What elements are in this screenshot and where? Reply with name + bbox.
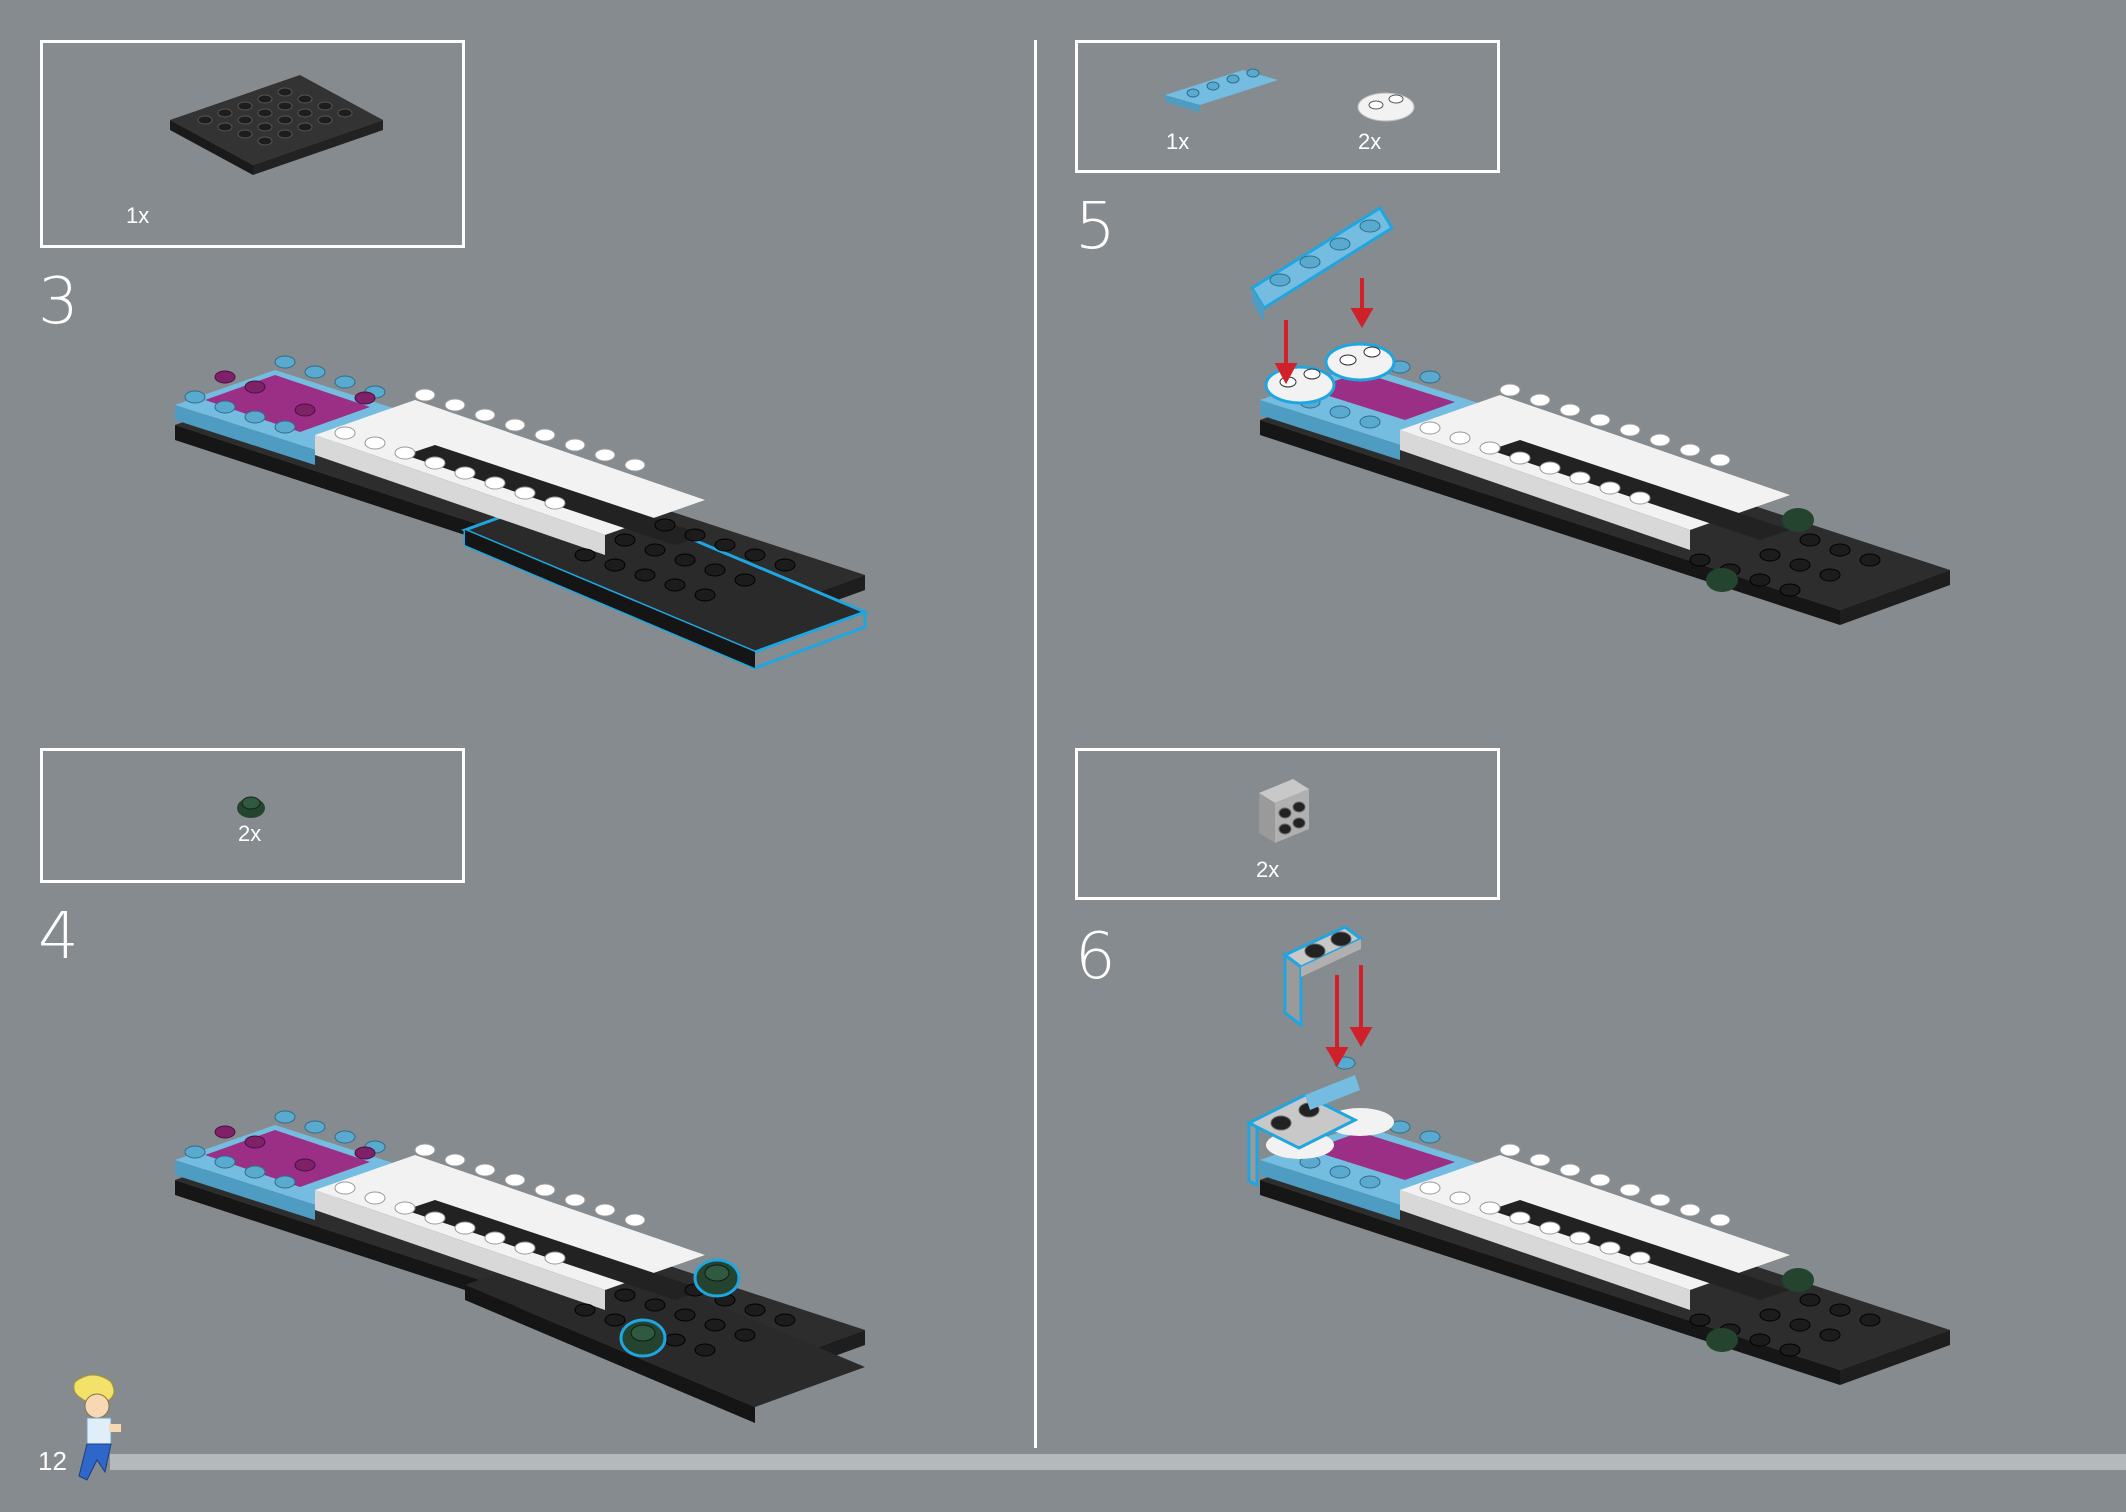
page-number: 12 — [38, 1446, 67, 1476]
parts-callout-step-4: 2x — [40, 748, 465, 883]
page-divider — [1034, 40, 1037, 1448]
part-quantity: 2x — [1256, 857, 1280, 882]
black-plate-part-icon — [170, 75, 383, 175]
parts-callout-step-5: 1x 2x — [1075, 40, 1500, 173]
part-quantity: 2x — [1358, 129, 1382, 154]
grey-bracket-part-icon — [1259, 779, 1309, 843]
white-plate-part-icon — [1357, 92, 1415, 122]
step-number: 6 — [1075, 920, 1116, 994]
new-green-round-plates — [619, 1258, 741, 1358]
part-quantity: 1x — [126, 203, 150, 228]
dark-green-round-plate-part-icon — [237, 796, 265, 818]
blue-plate-part-icon — [1165, 68, 1278, 112]
part-quantity: 2x — [238, 821, 262, 846]
step-number: 4 — [38, 900, 79, 974]
step-5-model-illustration — [1249, 205, 1950, 625]
part-quantity: 1x — [1166, 129, 1190, 154]
parts-callout-step-6: 2x — [1075, 748, 1500, 900]
minifigure-mascot-icon — [73, 1374, 121, 1481]
step-number: 5 — [1075, 190, 1116, 264]
step-4-model-illustration — [175, 1110, 865, 1423]
step-6-model-illustration — [1245, 925, 1950, 1385]
step-3-model-illustration — [175, 355, 870, 670]
step-number: 3 — [38, 265, 79, 339]
parts-callout-step-3: 1x — [40, 40, 465, 248]
progress-bar — [110, 1454, 2126, 1470]
